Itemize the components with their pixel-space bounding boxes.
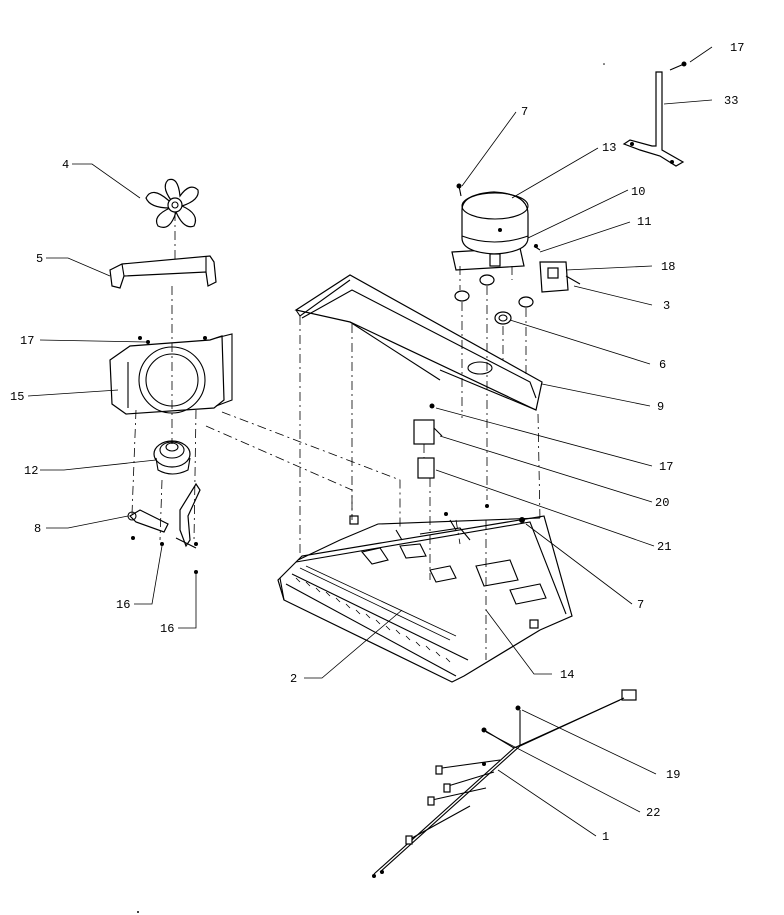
callout-5: 5 — [36, 252, 43, 266]
mounting-bracket — [622, 71, 685, 167]
leader-lines — [27, 46, 713, 837]
fan-shroud — [109, 333, 233, 415]
callout-20: 20 — [655, 496, 669, 510]
machine-compartment-cover — [294, 274, 543, 411]
callout-15: 15 — [10, 390, 24, 404]
callout-11: 11 — [637, 215, 651, 229]
callout-3: 3 — [663, 299, 670, 313]
callout-9: 9 — [657, 400, 664, 414]
callout-14: 14 — [560, 668, 574, 682]
callout-numbers: 17 33 7 13 10 11 18 3 6 9 17 20 21 7 4 5… — [10, 41, 744, 844]
relay-overload-assembly — [533, 244, 581, 293]
bracket-screw — [669, 61, 687, 71]
callout-4: 4 — [62, 158, 69, 172]
assembly-lines — [131, 212, 541, 660]
callout-13: 13 — [602, 141, 616, 155]
callout-7: 7 — [637, 598, 644, 612]
callout-12: 12 — [24, 464, 38, 478]
callout-16: 16 — [116, 598, 130, 612]
motor-mount-right — [175, 482, 201, 574]
callout-7: 7 — [521, 105, 528, 119]
callout-21: 21 — [657, 540, 671, 554]
wire-harness — [372, 689, 637, 878]
fan-motor — [153, 440, 191, 475]
callout-8: 8 — [34, 522, 41, 536]
scan-speck — [603, 63, 605, 65]
capacitor — [413, 403, 443, 445]
relay — [417, 457, 435, 479]
callout-17: 17 — [730, 41, 744, 55]
callout-1: 1 — [602, 830, 609, 844]
callout-19: 19 — [666, 768, 680, 782]
compressor-screw — [456, 183, 462, 197]
base-pan — [277, 515, 573, 683]
callout-17: 17 — [659, 460, 673, 474]
misc-screws — [137, 336, 525, 811]
callout-10: 10 — [631, 185, 645, 199]
compressor — [451, 191, 529, 271]
callout-33: 33 — [724, 94, 738, 108]
motor-mount-left — [127, 509, 169, 546]
callout-16: 16 — [160, 622, 174, 636]
condenser-fan-blade — [145, 178, 199, 228]
callout-17: 17 — [20, 334, 34, 348]
fan-shroud-bracket — [109, 255, 217, 289]
callout-2: 2 — [290, 672, 297, 686]
callout-6: 6 — [659, 358, 666, 372]
callout-18: 18 — [661, 260, 675, 274]
grommets — [454, 274, 534, 325]
scan-speck — [137, 911, 139, 913]
callout-22: 22 — [646, 806, 660, 820]
